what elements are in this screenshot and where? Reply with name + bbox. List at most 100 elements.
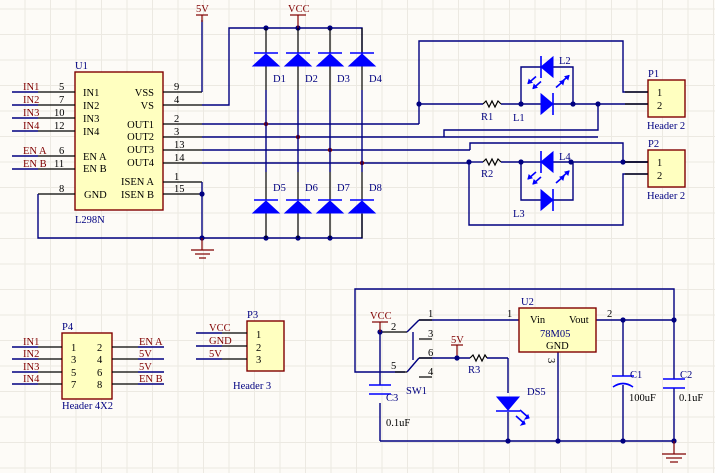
u1-pin-name-isen-a: ISEN A: [121, 177, 154, 188]
u1-pin-num-11: 11: [54, 159, 64, 170]
p4-pin-8: 8: [97, 380, 102, 391]
p1-pin-1: 1: [657, 88, 662, 99]
p4-pin-6: 6: [97, 368, 102, 379]
p3-net-5v: 5V: [209, 349, 222, 360]
u1-pin-name-in1: IN1: [83, 88, 99, 99]
switch-sw1[interactable]: [395, 319, 432, 378]
p4-pin-5: 5: [71, 368, 76, 379]
u1-pin-num-4: 4: [174, 95, 180, 106]
u2-pin-num-2: 2: [607, 309, 612, 320]
u1-right-pins: [163, 91, 202, 195]
resistor-label-r1: R1: [481, 112, 493, 123]
diode-d3[interactable]: [315, 52, 345, 67]
led-ds5[interactable]: [495, 396, 530, 426]
power-label-vcc-switch: VCC: [370, 311, 392, 322]
p4-pin-3: 3: [71, 355, 76, 366]
sw1-pin-4: 4: [428, 367, 434, 378]
u1-pin-num-7: 7: [59, 95, 64, 106]
led-label-l1: L1: [513, 113, 525, 124]
p1-part: Header 2: [647, 121, 685, 132]
header-p3[interactable]: P3 1 2 3 Header 3: [233, 310, 285, 392]
diode-column-3: [315, 28, 345, 238]
power-port-vcc-switch: VCC: [370, 311, 392, 332]
diode-d6[interactable]: [283, 199, 313, 214]
led-pair-l1-l2[interactable]: [527, 55, 570, 116]
cap-label-c1: C1: [630, 370, 642, 381]
sw1-pin-1: 1: [428, 309, 433, 320]
resistor-r2[interactable]: [482, 157, 502, 167]
u2-designator: U2: [521, 297, 534, 308]
diode-label-d4: D4: [369, 74, 383, 85]
led-pair-l3-l4[interactable]: [527, 150, 570, 212]
capacitor-c3[interactable]: [369, 384, 391, 395]
power-port-vcc-top: VCC: [288, 4, 310, 28]
u1-designator: U1: [75, 61, 88, 72]
u1-pin-name-en-a: EN A: [83, 152, 107, 163]
resistor-label-r3: R3: [468, 365, 480, 376]
led-label-l3: L3: [513, 209, 525, 220]
sw1-pin-3: 3: [428, 329, 433, 340]
u1-pin-num-10: 10: [54, 108, 65, 119]
u1-pin-num-12: 12: [54, 121, 65, 132]
diode-d5[interactable]: [251, 199, 281, 214]
p1-designator: P1: [648, 69, 659, 80]
resistor-r3[interactable]: [469, 353, 488, 363]
p3-part: Header 3: [233, 381, 271, 392]
p3-designator: P3: [247, 310, 258, 321]
u1-pin-num-13: 13: [174, 140, 185, 151]
p2-part: Header 2: [647, 191, 685, 202]
diode-label-d6: D6: [305, 183, 318, 194]
diode-d2[interactable]: [283, 52, 313, 67]
capacitor-c2[interactable]: [663, 378, 685, 389]
u1-pin-name-out4: OUT4: [127, 158, 155, 169]
regulator-u2[interactable]: U2 Vin Vout 78M05 GND: [518, 297, 597, 353]
u2-pin-gnd: GND: [546, 341, 569, 352]
net-label-in1: IN1: [23, 82, 39, 93]
u1-pin-name-vs: VS: [141, 101, 155, 112]
u1-pin-num-9: 9: [174, 82, 179, 93]
u1-pin-num-8: 8: [59, 184, 64, 195]
diode-label-d3: D3: [337, 74, 350, 85]
header-p4[interactable]: P4 Header 4X2 1 3 5 7 2 4 6 8: [61, 322, 113, 412]
diode-bridge: [251, 28, 377, 238]
p4-pin-2: 2: [97, 343, 102, 354]
sw1-pin-2: 2: [391, 322, 396, 333]
diode-column-4: [347, 28, 377, 238]
diode-d8[interactable]: [347, 199, 377, 214]
p4-pin-1: 1: [71, 343, 76, 354]
cap-value-c2: 0.1uF: [679, 393, 703, 404]
p4-part: Header 4X2: [62, 401, 113, 412]
u2-part: 78M05: [540, 329, 570, 340]
u2-pin-vin: Vin: [530, 315, 546, 326]
diode-d4[interactable]: [347, 52, 377, 67]
led-label-l4: L4: [559, 152, 571, 163]
header-p1[interactable]: P1 1 2 Header 2: [647, 69, 686, 132]
u1-pin-name-isen-b: ISEN B: [121, 190, 154, 201]
p4-pin-7: 7: [71, 380, 76, 391]
u1-pin-name-vss: VSS: [135, 88, 154, 99]
p4-net-en-b: EN B: [139, 374, 163, 385]
diode-d1[interactable]: [251, 52, 281, 67]
p3-wires: [196, 332, 247, 360]
net-label-en-a: EN A: [23, 146, 47, 157]
capacitor-c1[interactable]: [612, 375, 634, 388]
diode-label-d8: D8: [369, 183, 382, 194]
cap-label-c2: C2: [680, 370, 692, 381]
u1-l298n[interactable]: U1 L298N 5 7 10 12 6 11 8 IN1 IN2 IN3: [12, 61, 202, 226]
u2-pin-vout: Vout: [569, 315, 589, 326]
junctions-regulator: [377, 317, 677, 444]
net-label-en-b: EN B: [23, 159, 47, 170]
u1-body[interactable]: [74, 71, 164, 211]
p4-net-in4: IN4: [23, 374, 40, 385]
header-p2[interactable]: P2 1 2 Header 2: [647, 139, 686, 202]
u1-pin-num-1: 1: [174, 172, 179, 183]
p1-pin-2: 2: [657, 101, 662, 112]
p3-pin-1: 1: [256, 330, 261, 341]
power-label-5v-r3: 5V: [451, 335, 464, 346]
power-label-5v: 5V: [196, 4, 209, 15]
diode-d7[interactable]: [315, 199, 345, 214]
power-label-vcc: VCC: [288, 4, 310, 15]
motor-leds: [527, 55, 570, 212]
resistor-r1[interactable]: [482, 99, 502, 109]
wires-motor-a: [416, 40, 648, 137]
